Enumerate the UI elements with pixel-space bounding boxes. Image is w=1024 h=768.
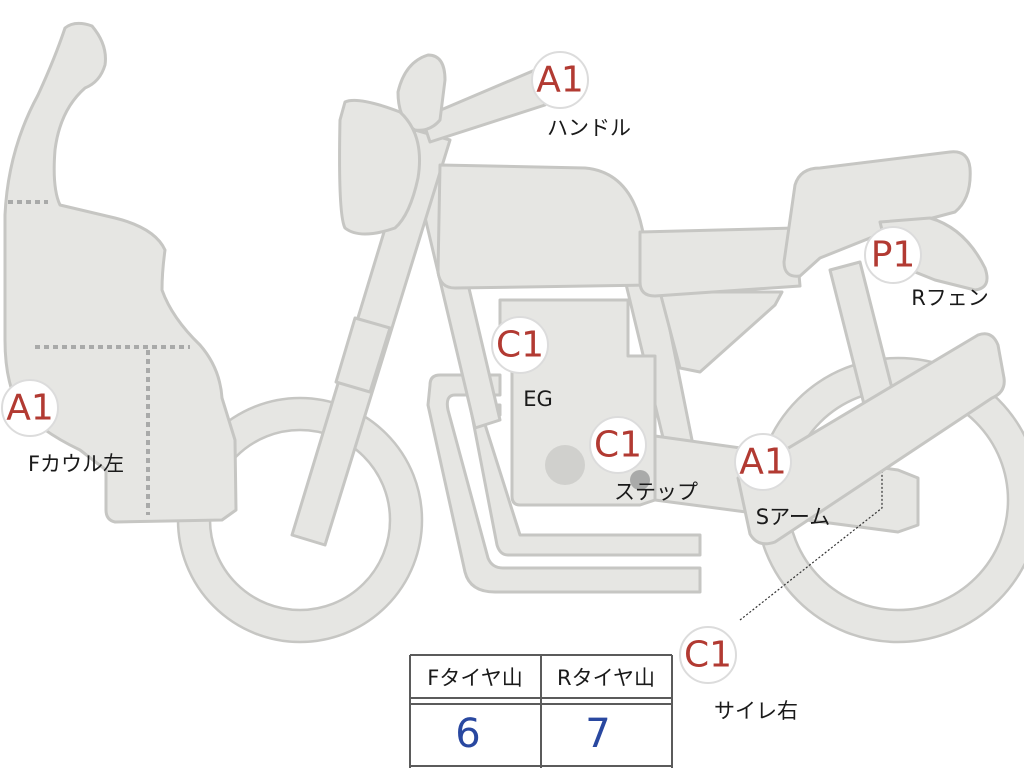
marker-code: C1 xyxy=(684,635,732,676)
marker-label: Rフェン xyxy=(911,286,989,310)
marker-handle: A1 ハンドル xyxy=(532,52,631,140)
marker-code: C1 xyxy=(594,425,642,466)
marker-label: サイレ右 xyxy=(714,699,798,723)
marker-label: EG xyxy=(523,387,553,411)
rear-tire-header: Rタイヤ山 xyxy=(557,666,655,690)
handlebar xyxy=(398,55,545,142)
marker-code: P1 xyxy=(871,235,916,276)
marker-code: A1 xyxy=(536,60,584,101)
front-tire-header: Fタイヤ山 xyxy=(427,666,522,690)
front-tire-value: 6 xyxy=(455,711,480,757)
marker-label: ステップ xyxy=(614,480,698,504)
marker-muffler-right: C1 サイレ右 xyxy=(680,627,798,723)
marker-code: A1 xyxy=(739,442,787,483)
marker-label: Sアーム xyxy=(756,505,830,529)
tire-tread-table: Fタイヤ山 Rタイヤ山 6 7 xyxy=(410,655,672,768)
side-panel xyxy=(660,292,782,372)
engine-cover-icon xyxy=(545,445,585,485)
marker-label: ハンドル xyxy=(547,116,631,140)
marker-code: A1 xyxy=(6,388,54,429)
marker-code: C1 xyxy=(496,325,544,366)
fuel-tank xyxy=(438,165,655,288)
front-cowl xyxy=(5,23,236,522)
rear-tire-value: 7 xyxy=(585,711,610,757)
marker-label: Fカウル左 xyxy=(28,452,124,476)
marker-engine: C1 EG xyxy=(492,317,553,411)
